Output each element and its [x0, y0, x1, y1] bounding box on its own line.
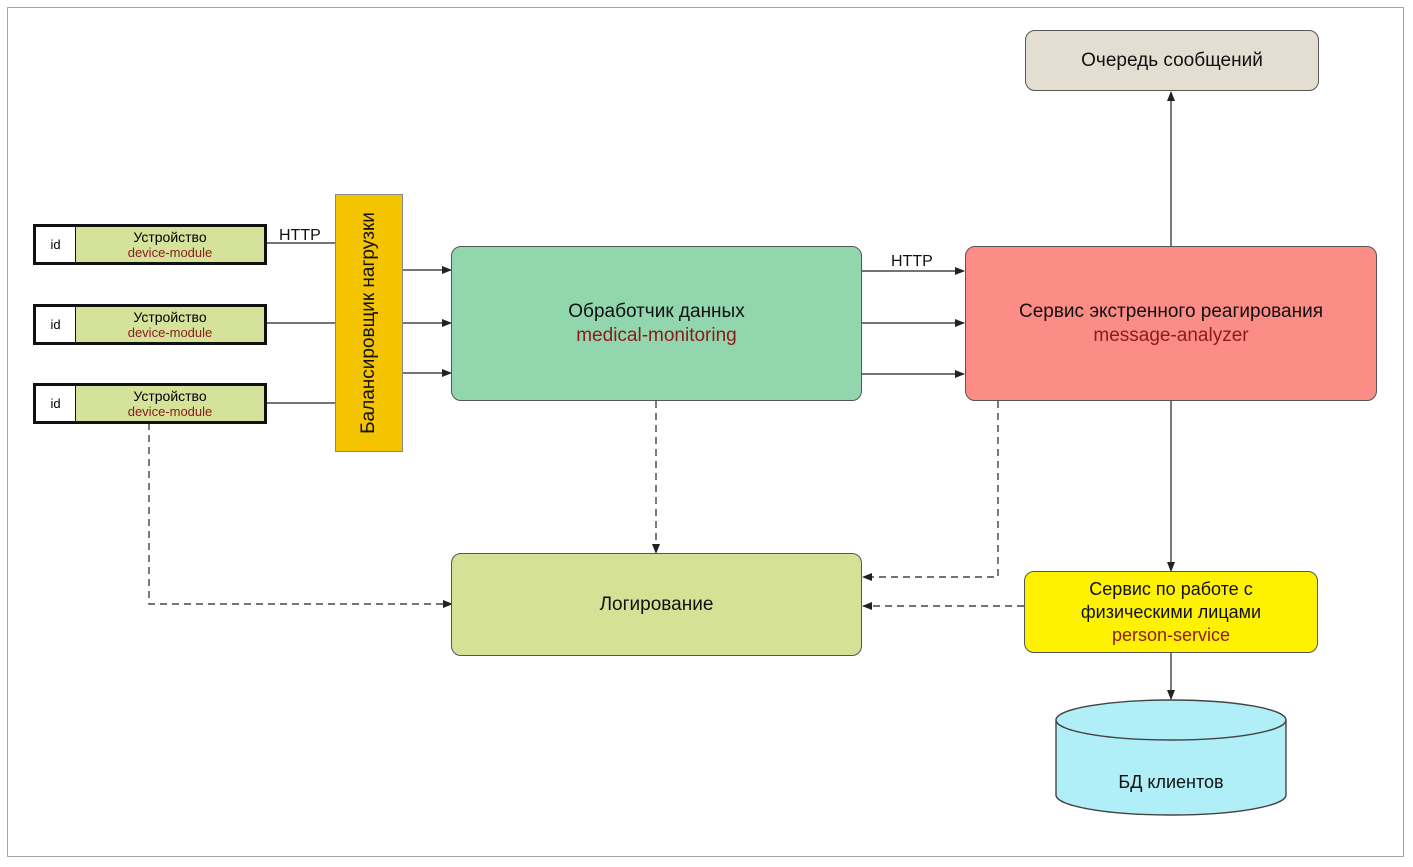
data-processor-box: Обработчик данных medical-monitoring: [451, 246, 862, 401]
device-box-2: id Устройство device-module: [33, 304, 267, 345]
device-module-name: device-module: [127, 244, 213, 260]
client-db-cylinder: [1055, 699, 1287, 816]
person-service-name: person-service: [1111, 624, 1231, 645]
device-to-logging-arrow: [148, 423, 453, 608]
device-box-1: id Устройство device-module: [33, 224, 267, 265]
device-box-3: id Устройство device-module: [33, 383, 267, 424]
device-body: Устройство device-module: [76, 386, 264, 421]
person-service-title-line-1: Сервис по работе с: [1089, 578, 1253, 599]
device-title: Устройство: [133, 228, 207, 245]
emergency-service-title: Сервис экстренного реагирования: [1018, 300, 1324, 322]
analyzer-to-logging-arrow: [862, 401, 999, 581]
logging-title: Логирование: [599, 593, 714, 615]
device-title: Устройство: [133, 308, 207, 325]
load-balancer-box: Балансировщик нагрузки: [335, 194, 403, 452]
emergency-service-name: message-analyzer: [1093, 324, 1249, 346]
device-id-label: id: [36, 386, 76, 421]
load-balancer-label: Балансировщик нагрузки: [358, 212, 379, 434]
devices-protocol-label: HTTP: [279, 227, 321, 244]
message-queue-title: Очередь сообщений: [1081, 49, 1263, 71]
message-queue-box: Очередь сообщений: [1025, 30, 1319, 91]
emergency-service-box: Сервис экстренного реагирования message-…: [965, 246, 1377, 401]
client-db-label: БД клиентов: [1118, 772, 1224, 792]
device-body: Устройство device-module: [76, 227, 264, 262]
device-id-label: id: [36, 307, 76, 342]
logging-box: Логирование: [451, 553, 862, 656]
data-processor-title: Обработчик данных: [568, 300, 745, 322]
device-body: Устройство device-module: [76, 307, 264, 342]
device-title: Устройство: [133, 387, 207, 404]
person-service-title-line-2: физическими лицами: [1080, 601, 1262, 622]
person-service-box: Сервис по работе с физическими лицами pe…: [1024, 571, 1318, 653]
processor-protocol-label: HTTP: [891, 253, 933, 270]
device-id-label: id: [36, 227, 76, 262]
data-processor-service-name: medical-monitoring: [576, 324, 737, 346]
device-module-name: device-module: [127, 403, 213, 419]
diagram-frame: [7, 7, 1404, 857]
device-module-name: device-module: [127, 324, 213, 340]
